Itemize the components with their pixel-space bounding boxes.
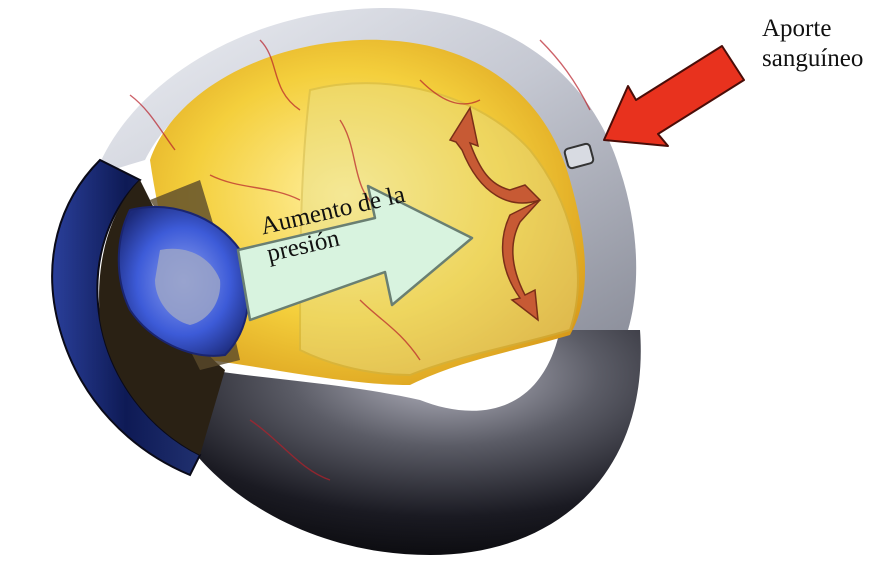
blood-supply-label: Aporte sanguíneo bbox=[762, 14, 863, 74]
blood-label-line1: Aporte bbox=[762, 14, 863, 44]
blood-label-line2: sanguíneo bbox=[762, 44, 863, 74]
blood-supply-arrow-icon bbox=[604, 46, 744, 146]
